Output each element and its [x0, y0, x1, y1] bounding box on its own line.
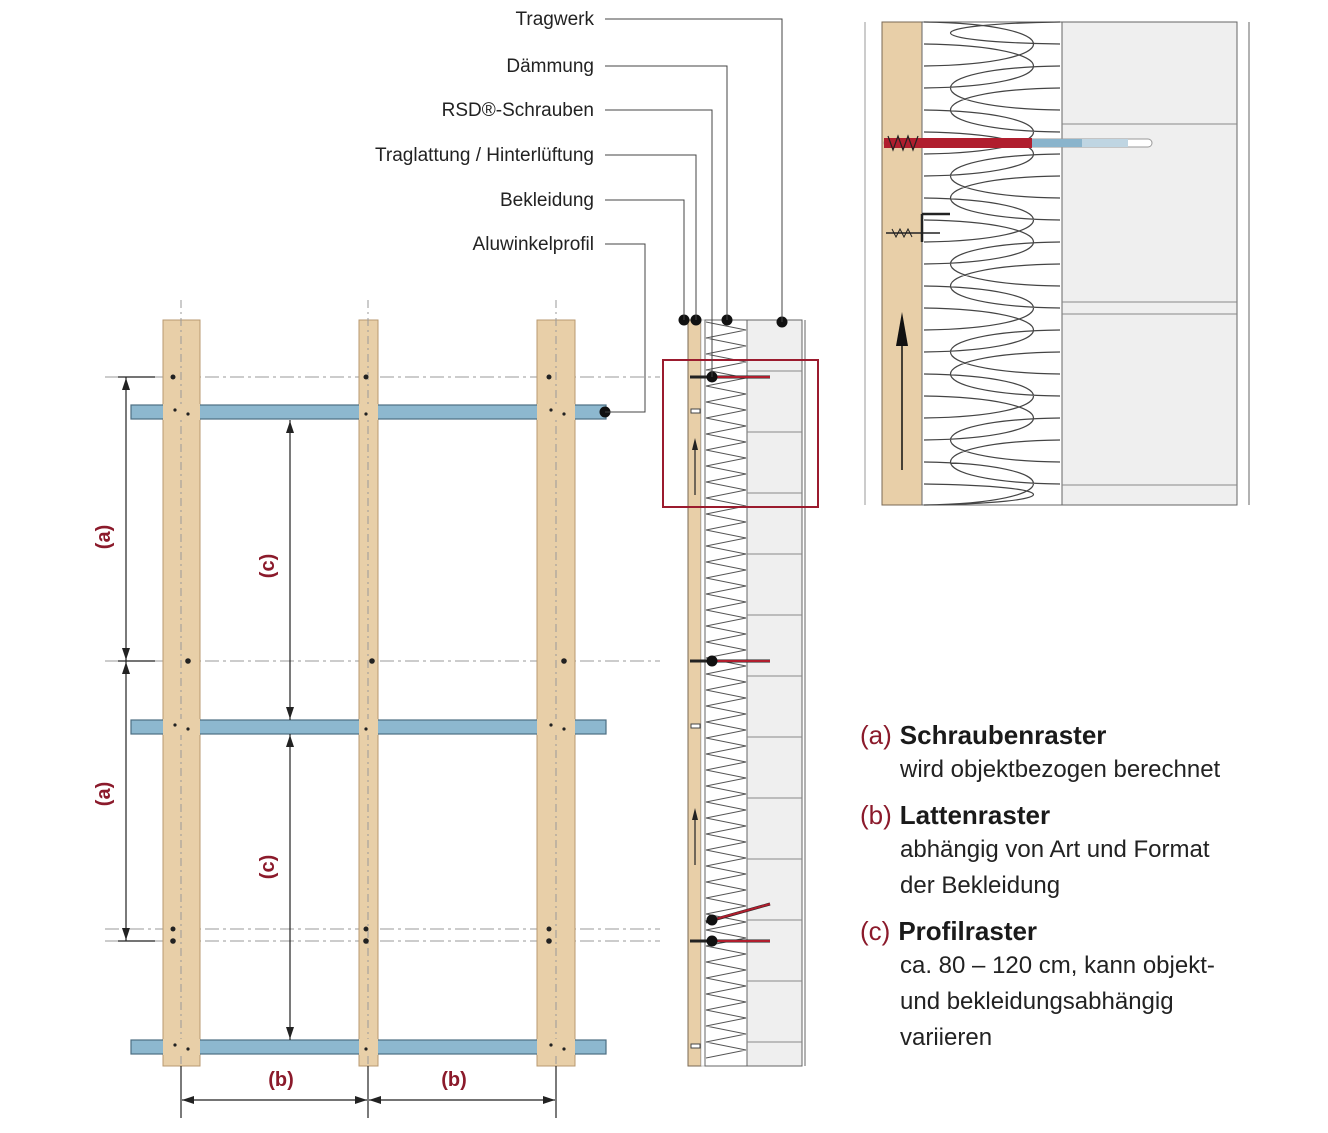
detail-frame: [662, 359, 819, 508]
legend-description: ca. 80 – 120 cm, kann objekt-: [900, 952, 1215, 979]
dim-label-c: (c): [257, 554, 279, 578]
component-labels: Tragwerk Dämmung RSD®-Schrauben Traglatt…: [375, 9, 594, 255]
fixing-screw-detail: [886, 212, 950, 242]
label-tragwerk: Tragwerk: [516, 9, 595, 30]
label-traglattung: Traglattung / Hinterlüftung: [375, 145, 594, 166]
dimension-c: [286, 420, 294, 1040]
dimension-a: [118, 376, 155, 942]
label-aluwinkelprofil: Aluwinkelprofil: [473, 234, 594, 255]
legend-key: (a): [860, 720, 892, 750]
leader-lines: [605, 18, 783, 413]
rsd-screw-detail: [883, 134, 1153, 152]
legend-entry-c: (c)Profilraster ca. 80 – 120 cm, kann ob…: [860, 914, 1300, 1056]
legend-entry-b: (b)Lattenraster abhängig von Art und For…: [860, 798, 1300, 904]
vertical-battens: [162, 300, 576, 1120]
airflow-arrow-detail: [896, 312, 908, 470]
legend-entry-a: (a)Schraubenraster wird objektbezogen be…: [860, 718, 1300, 788]
dim-label-b: (b): [441, 1069, 467, 1091]
legend-title: Lattenraster: [899, 800, 1051, 830]
label-bekleidung: Bekleidung: [500, 190, 594, 211]
legend-description: variieren: [900, 1024, 993, 1051]
dim-label-a: (a): [93, 525, 115, 549]
airflow-arrows: [692, 438, 698, 865]
legend-description: abhängig von Art und Format: [900, 836, 1210, 863]
detail-enlargement: [864, 21, 1250, 506]
label-daemmung: Dämmung: [506, 56, 594, 77]
screw-points: [170, 374, 567, 1051]
legend-key: (b): [860, 800, 892, 830]
dim-label-a: (a): [93, 782, 115, 806]
legend-title: Schraubenraster: [899, 720, 1107, 750]
dimension-b: [180, 1066, 557, 1118]
rsd-screws-section: [690, 371, 771, 947]
label-rsd-schrauben: RSD®-Schrauben: [442, 100, 594, 121]
legend-description: und bekleidungsabhängig: [900, 988, 1174, 1015]
dim-label-c: (c): [257, 855, 279, 879]
legend-description: wird objektbezogen berechnet: [900, 756, 1221, 783]
elevation-view: (a) (a) (c) (c) (b) (b): [93, 300, 660, 1120]
legend-key: (c): [860, 916, 891, 946]
legend-description: der Bekleidung: [900, 872, 1061, 899]
section-view: [599, 314, 819, 1067]
legend-title: Profilraster: [898, 916, 1038, 946]
dim-label-b: (b): [268, 1069, 294, 1091]
legend: (a)Schraubenraster wird objektbezogen be…: [860, 718, 1300, 1066]
